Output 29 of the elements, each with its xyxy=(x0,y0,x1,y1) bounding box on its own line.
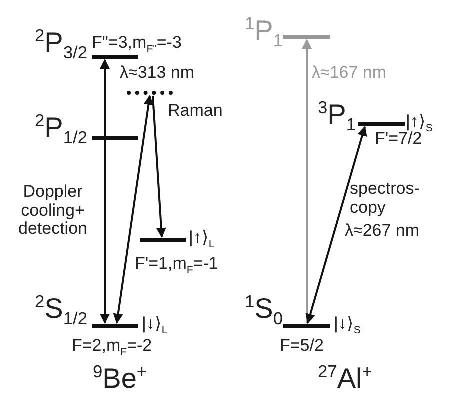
term-symbol: $^{3}$P$_{1}$ xyxy=(318,100,356,131)
level-label: |↑⟩$_{S}$ xyxy=(406,113,433,132)
level-label: |↓⟩$_{L}$ xyxy=(142,315,168,334)
level-label: |↓⟩$_{S}$ xyxy=(334,315,361,334)
ion-label: $^{27}$Al$^{+}$ xyxy=(318,364,372,395)
wavelength-label: λ≈267 nm xyxy=(345,222,420,241)
wavelength-label: λ≈313 nm xyxy=(120,64,195,83)
term-symbol: $^{1}$S$_{0}$ xyxy=(245,294,283,325)
level-label: F"=3,m$_{F"}$=-3 xyxy=(92,34,182,53)
transition-arrow xyxy=(306,126,368,324)
transition-arrow xyxy=(152,96,166,238)
term-symbol: $^{2}$P$_{1/2}$ xyxy=(35,113,88,144)
level-label: |↑⟩$_{L}$ xyxy=(189,229,215,248)
term-symbol: $^{2}$S$_{1/2}$ xyxy=(35,294,88,325)
level-label: F=5/2 xyxy=(280,337,324,356)
wavelength-label: λ≈167 nm xyxy=(312,64,387,83)
virtual-level-line xyxy=(127,91,173,95)
transition-arrow xyxy=(302,39,312,323)
transition-label: Doppler cooling+ detection xyxy=(18,183,88,240)
level-label: F=2,m$_{F}$=-2 xyxy=(72,337,152,356)
level-label: F'=7/2 xyxy=(375,130,422,149)
transition-label: Raman xyxy=(168,102,223,121)
term-symbol: $^{1}$P$_{1}$ xyxy=(245,16,283,47)
term-symbol: $^{2}$P$_{3/2}$ xyxy=(35,28,88,59)
ion-label: $^{9}$Be$^{+}$ xyxy=(93,364,148,395)
transition-label: spectros- copy xyxy=(350,180,420,218)
transition-arrow xyxy=(100,59,110,324)
transition-arrow xyxy=(113,95,154,324)
level-label: F'=1,m$_{F}$=-1 xyxy=(135,255,218,274)
